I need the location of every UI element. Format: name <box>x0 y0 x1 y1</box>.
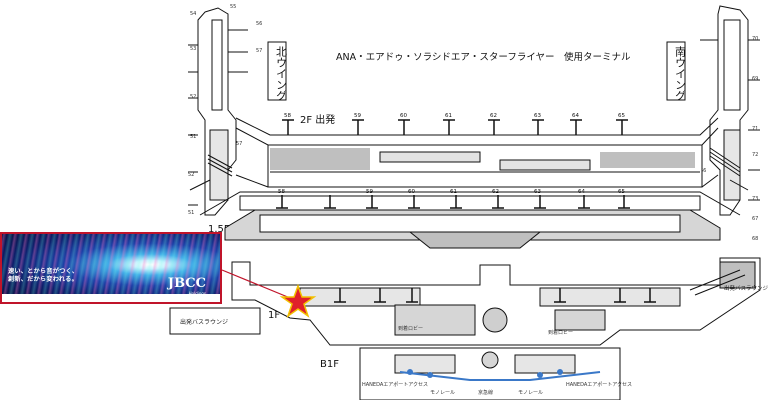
gate-label: 62 <box>490 113 497 119</box>
gate-label: 64 <box>578 189 585 195</box>
ad-copy-line: 速い、とから音がつく、 <box>8 268 79 275</box>
ad-copy: 速い、とから音がつく、 創新、だから変われる。 <box>8 268 78 284</box>
ad-copy-line: 創新、だから変われる。 <box>8 276 78 283</box>
north-wing-label: 北ウイング <box>267 41 288 101</box>
gate-label: 53 <box>190 46 196 52</box>
gate-label: 61 <box>445 113 452 119</box>
gate-label: 61 <box>450 189 457 195</box>
gate-stubs-2f <box>282 119 628 135</box>
floor-1f-label: 1F <box>268 310 280 321</box>
gate-label: 64 <box>572 113 579 119</box>
gate-label: 67 <box>752 216 758 222</box>
gate-label: 71 <box>752 126 758 132</box>
gate-label: 55 <box>230 4 236 10</box>
gate-label: 57 <box>236 141 242 147</box>
floor-b1f-label: B1F <box>320 359 339 370</box>
arrival-lobby-right: 到着ロビー <box>548 329 573 336</box>
gate-label: 65 <box>618 189 625 195</box>
gate-label: 59 <box>354 113 361 119</box>
south-wing-pier <box>700 5 760 216</box>
basement-b1f <box>359 347 621 401</box>
jbcc-logo: JBCC Holdings <box>168 276 206 296</box>
departure-concourse-2f <box>235 117 719 188</box>
north-wing-pier <box>188 7 248 216</box>
gate-label: 60 <box>400 113 407 119</box>
advertisement-panel[interactable]: 速い、とから音がつく、 創新、だから変われる。 JBCC Holdings <box>0 232 222 304</box>
arrival-lobby-1f <box>231 257 761 346</box>
gate-label: 51 <box>190 134 196 140</box>
svg-text:北ウイング: 北ウイング <box>275 46 288 101</box>
gate-label: 52 <box>190 94 196 100</box>
gate-label: 59 <box>366 189 373 195</box>
gate-label: 58 <box>284 113 291 119</box>
ad-logo-text: JBCC <box>167 276 206 291</box>
gate-stubs-15f <box>276 195 630 209</box>
gate-stubs-1f <box>334 288 656 303</box>
gate-label: 51 <box>188 210 194 216</box>
ad-logo-sub: Holdings <box>168 291 206 296</box>
b1-label: モノレール <box>430 390 455 396</box>
gate-label: 66 <box>700 168 706 174</box>
escalator-hatch <box>207 147 741 177</box>
gate-label: 54 <box>190 11 196 17</box>
gate-label: 70 <box>752 36 758 42</box>
b1-label: HANEDAエアポートアクセス <box>362 381 428 388</box>
svg-text:南ウイング: 南ウイング <box>674 46 687 101</box>
gate-label: 73 <box>752 196 758 202</box>
gate-label: 63 <box>534 189 541 195</box>
gate-label: 69 <box>752 76 758 82</box>
svg-text:出発バスラウンジ: 出発バスラウンジ <box>724 284 769 292</box>
svg-text:出発バスラウンジ: 出発バスラウンジ <box>180 318 228 326</box>
terminal-title: ANA・エアドゥ・ソラシドエア・スターフライヤー 使用ターミナル <box>336 51 631 63</box>
b1-label: HANEDAエアポートアクセス <box>566 381 632 388</box>
bus-lounge-right: 出発バスラウンジ <box>724 284 769 292</box>
arrival-lobby-left: 到着ロビー <box>398 325 423 332</box>
star-icon[interactable] <box>279 283 317 318</box>
gate-label: 62 <box>492 189 499 195</box>
south-wing-label: 南ウイング <box>666 41 687 101</box>
ad-graphic <box>2 234 220 302</box>
gate-label: 68 <box>752 236 758 242</box>
gate-label: 56 <box>256 21 262 27</box>
gate-label: 58 <box>278 189 285 195</box>
b1-label: 京急線 <box>478 389 493 396</box>
gate-label: 57 <box>256 48 262 54</box>
ad-footer-strip <box>2 294 220 302</box>
gate-label: 72 <box>752 152 758 158</box>
gate-label: 52 <box>188 172 194 178</box>
gate-label: 65 <box>618 113 625 119</box>
b1-label: モノレール <box>518 390 543 396</box>
gate-label: 60 <box>408 189 415 195</box>
bus-lounge-left: 出発バスラウンジ <box>169 307 261 335</box>
gate-label: 63 <box>534 113 541 119</box>
arrival-concourse-15f <box>189 179 749 249</box>
floor-2f-label: 2F 出発 <box>300 113 335 126</box>
callout-line <box>221 269 296 301</box>
